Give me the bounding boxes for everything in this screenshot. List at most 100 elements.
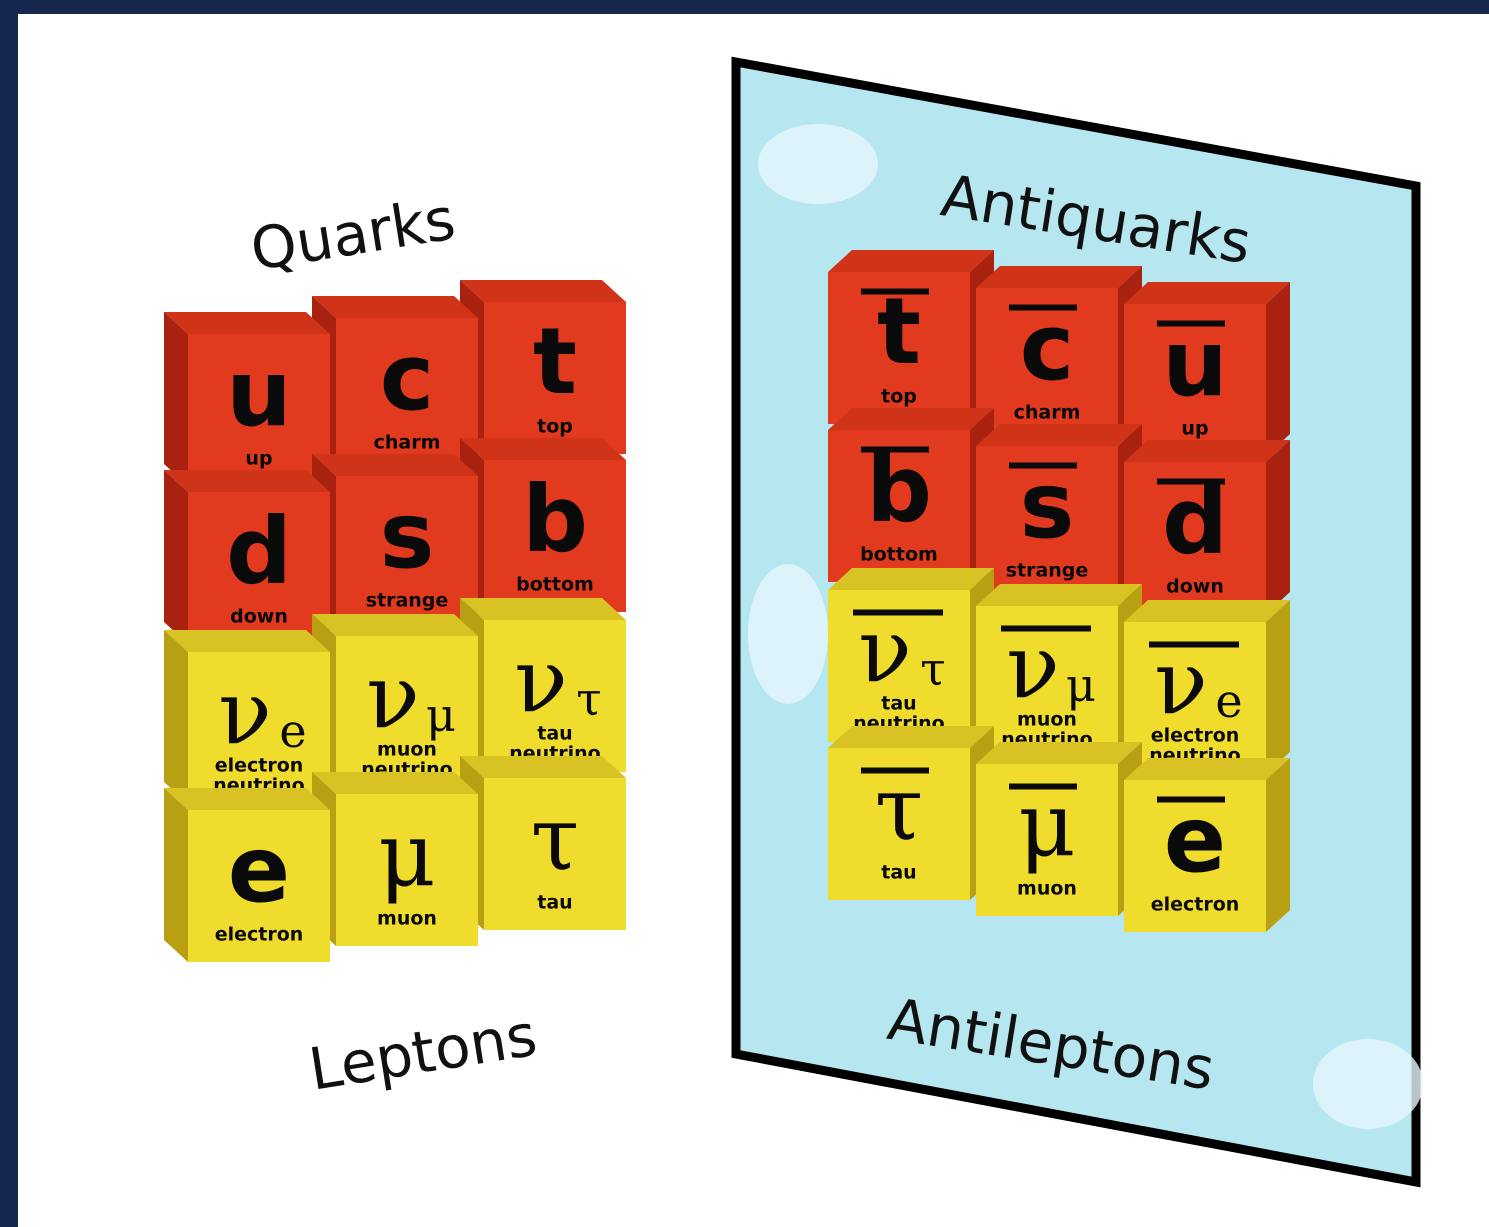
cube-front-face [484,460,626,612]
particle-symbol: μ [378,803,435,906]
cube-side-face [1266,758,1290,932]
cube-top-face [1124,758,1290,780]
quarks-title: Quarks [246,185,460,284]
leptons-title: Leptons [304,1001,541,1104]
cube-front-face [828,430,970,582]
cube-front-face [188,492,330,644]
cube-top-face [312,454,478,476]
cube-top-face [976,424,1142,446]
cube-front-face [336,794,478,946]
particle-symbol: d [226,498,292,605]
cube-top-face [164,788,330,810]
cube-side-face [1266,282,1290,456]
cube-top-face [976,266,1142,288]
cube-front-face [976,288,1118,440]
cube-front-face [336,318,478,470]
particle-symbol: ν [218,661,272,764]
particle-symbol: e [1164,786,1226,893]
cube-top-face [1124,600,1290,622]
cube-top-face [164,470,330,492]
particle-name: top [881,386,917,408]
particle-subscript: e [1215,674,1242,728]
particle-name: muon [1017,878,1077,900]
particle-name: charm [374,432,441,454]
cube-top-face [1124,282,1290,304]
particle-symbol: τ [875,757,924,860]
particle-symbol: u [1162,310,1228,417]
particle-symbol: s [380,482,435,589]
particle-symbol: μ [1018,773,1075,876]
particle-symbol: ν [1154,631,1208,734]
particle-subscript: e [279,704,306,758]
left-quarks-cube-up: uup [164,312,330,486]
cube-front-face [336,636,478,788]
cube-front-face [188,810,330,962]
cube-front-face [1124,780,1266,932]
cube-top-face [312,614,478,636]
cube-top-face [1124,440,1290,462]
cube-front-face [484,302,626,454]
right-quarks-cube-up: uup [1124,282,1290,456]
particle-symbol: e [228,816,290,923]
cube-front-face [336,476,478,628]
particle-symbol: ν [514,629,568,732]
cube-side-face [1266,600,1290,774]
particle-name: tau [537,892,572,914]
particle-symbol: c [1020,294,1075,401]
cube-side-face [1266,440,1290,614]
particle-symbol: b [522,466,588,573]
particle-symbol: τ [531,787,580,890]
cube-side-face [164,788,188,962]
particle-name: top [537,416,573,438]
cube-front-face [484,620,626,772]
cube-top-face [460,280,626,302]
cube-top-face [976,584,1142,606]
particle-subscript: τ [920,642,945,696]
cube-side-face [164,312,188,486]
cube-top-face [976,742,1142,764]
particle-symbol: d [1162,468,1228,575]
particle-name: charm [1014,402,1081,424]
cube-front-face [188,334,330,486]
cube-top-face [828,568,994,590]
particle-name: tau [881,862,916,884]
cube-top-face [312,296,478,318]
cube-top-face [312,772,478,794]
particle-subscript: μ [1066,658,1096,712]
cube-front-face [976,446,1118,598]
particle-name: down [230,606,288,628]
cube-top-face [460,438,626,460]
particle-name: bottom [860,544,938,566]
cube-top-face [828,726,994,748]
cube-top-face [828,408,994,430]
particle-name: down [1166,576,1224,598]
particle-diagram: Quarks Leptons Antiquarks Antileptons tt… [164,56,1423,1188]
cube-top-face [164,630,330,652]
particle-symbol: ν [858,599,912,702]
particle-name: electron [1151,894,1240,916]
cube-top-face [460,756,626,778]
cube-top-face [828,250,994,272]
particle-name: electron [215,924,304,946]
particle-name: up [1181,418,1208,440]
particle-name: up [245,448,272,470]
particle-name: strange [1006,560,1089,582]
